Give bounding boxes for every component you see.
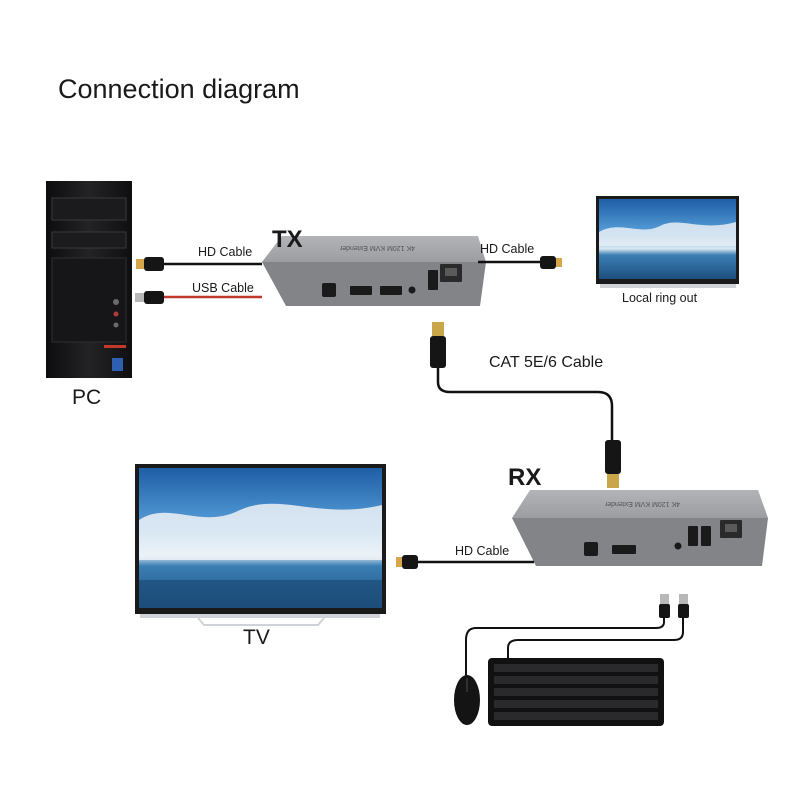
diagram-title: Connection diagram	[58, 74, 300, 104]
rx-extender: 4K 120M KVM Extender	[512, 490, 768, 566]
keyboard	[488, 658, 664, 726]
mouse	[454, 675, 480, 725]
tx-usb-cable-label: USB Cable	[192, 281, 254, 295]
tx-hd-in-cable-label: HD Cable	[198, 245, 253, 259]
pc-tx-cables	[135, 257, 262, 304]
pc-label: PC	[72, 386, 102, 409]
tx-extender: 4K 120M KVM Extender	[262, 236, 486, 306]
tv	[135, 464, 386, 626]
tx-hd-out-cable-label: HD Cable	[480, 242, 535, 256]
rx-hid-cables	[465, 594, 689, 676]
rx-hd-out-cable-label: HD Cable	[455, 544, 510, 558]
cat-cable	[430, 322, 621, 488]
local-monitor	[596, 196, 739, 288]
tx-label: TX	[272, 226, 303, 253]
svg-text:4K 120M KVM Extender: 4K 120M KVM Extender	[604, 500, 680, 507]
tx-monitor-cable	[478, 256, 562, 269]
cat-cable-label: CAT 5E/6 Cable	[489, 354, 604, 371]
pc-tower	[46, 181, 132, 378]
rx-label: RX	[508, 464, 542, 491]
tv-label: TV	[243, 626, 270, 649]
svg-text:4K 120M KVM Extender: 4K 120M KVM Extender	[339, 244, 415, 251]
local-monitor-label: Local ring out	[622, 291, 698, 305]
rx-tv-cable	[396, 555, 534, 569]
